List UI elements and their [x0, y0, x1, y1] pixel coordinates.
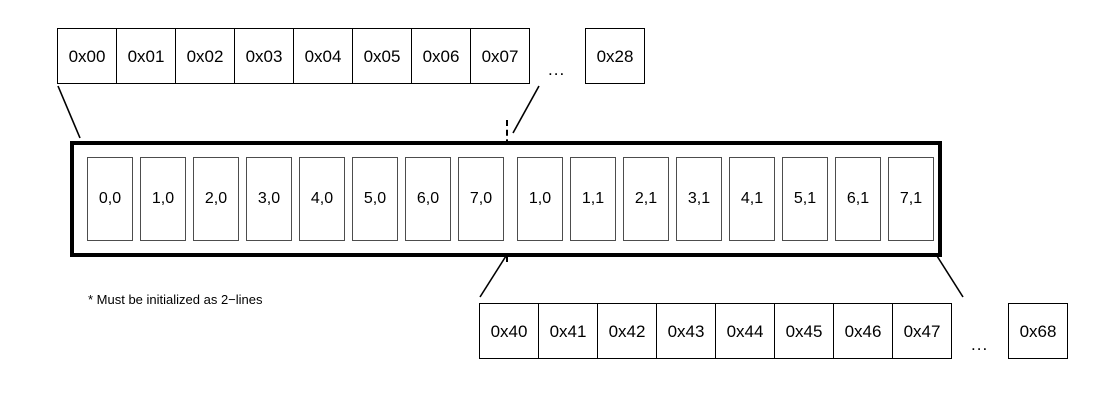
top-address-cell: 0x04	[293, 28, 353, 84]
memory-cell: 1,1	[570, 157, 616, 241]
memory-cell: 5,1	[782, 157, 828, 241]
top-row-ellipsis: ...	[548, 60, 566, 79]
bottom-address-cell: 0x41	[538, 303, 598, 359]
connector-left-bottom	[479, 255, 507, 298]
memory-cell: 7,0	[458, 157, 504, 241]
memory-cell: 6,0	[405, 157, 451, 241]
memory-cell: 4,0	[299, 157, 345, 241]
memory-cell: 3,0	[246, 157, 292, 241]
connector-right-top	[512, 85, 540, 134]
memory-cell: 3,1	[676, 157, 722, 241]
top-address-cell: 0x07	[470, 28, 530, 84]
memory-cell: 7,1	[888, 157, 934, 241]
bottom-row-ellipsis: ...	[971, 335, 989, 354]
bottom-address-cell: 0x46	[833, 303, 893, 359]
memory-cell: 2,1	[623, 157, 669, 241]
bottom-address-cell: 0x42	[597, 303, 657, 359]
footnote-text: * Must be initialized as 2−lines	[88, 292, 263, 307]
memory-frame: 0,0 1,0 2,0 3,0 4,0 5,0 6,0 7,0 1,0 1,1 …	[70, 141, 942, 257]
bottom-address-cell: 0x45	[774, 303, 834, 359]
memory-cell: 1,0	[517, 157, 563, 241]
bottom-address-cell: 0x40	[479, 303, 539, 359]
bottom-address-row: 0x40 0x41 0x42 0x43 0x44 0x45 0x46 0x47	[479, 303, 952, 359]
top-address-cell: 0x01	[116, 28, 176, 84]
top-address-row: 0x00 0x01 0x02 0x03 0x04 0x05 0x06 0x07	[57, 28, 530, 84]
bottom-address-cell: 0x44	[715, 303, 775, 359]
connector-right-bottom	[936, 255, 964, 298]
memory-cell: 5,0	[352, 157, 398, 241]
memory-cell: 2,0	[193, 157, 239, 241]
memory-cell: 0,0	[87, 157, 133, 241]
memory-cells-container: 0,0 1,0 2,0 3,0 4,0 5,0 6,0 7,0 1,0 1,1 …	[74, 157, 941, 241]
memory-cell: 6,1	[835, 157, 881, 241]
top-address-cell: 0x06	[411, 28, 471, 84]
memory-cell: 1,0	[140, 157, 186, 241]
connector-left-top	[57, 85, 81, 139]
memory-cell: 4,1	[729, 157, 775, 241]
top-address-cell: 0x00	[57, 28, 117, 84]
bottom-address-cell: 0x43	[656, 303, 716, 359]
bottom-address-cell: 0x47	[892, 303, 952, 359]
top-address-tail-cell: 0x28	[585, 28, 645, 84]
top-address-cell: 0x02	[175, 28, 235, 84]
bottom-address-tail-cell: 0x68	[1008, 303, 1068, 359]
